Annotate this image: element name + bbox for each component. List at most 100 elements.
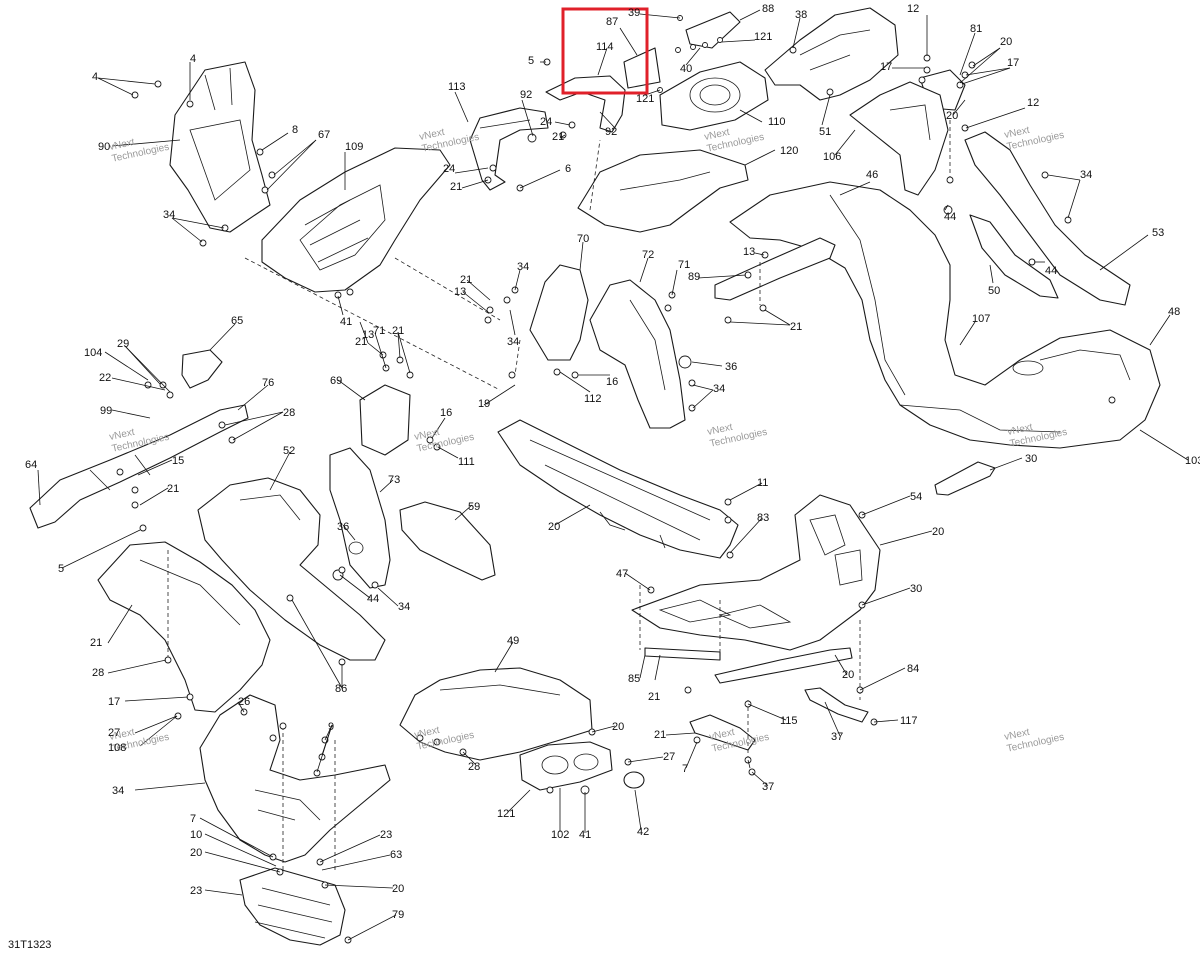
callout-number: 20: [612, 721, 624, 733]
callout-number: 47: [616, 568, 628, 580]
callout-number: 71: [678, 259, 690, 271]
callout-number: 46: [866, 169, 878, 181]
callout-number: 42: [637, 826, 649, 838]
callout-number: 71: [373, 325, 385, 337]
callout-number: 92: [605, 126, 617, 138]
svg-text:vNext: vNext: [1006, 422, 1034, 438]
part-53-side-trim: [964, 131, 1131, 306]
callout-number: 34: [112, 785, 124, 797]
callout-number: 121: [636, 93, 654, 105]
part-64-bumper: [29, 404, 249, 529]
callout-number: 21: [450, 181, 462, 193]
drawing-code: 31T1323: [8, 939, 51, 951]
callout-number: 117: [900, 715, 918, 727]
part-89-rack-bracket: [714, 237, 836, 301]
part-47-left-footwell: [97, 541, 271, 713]
svg-text:vNext: vNext: [413, 725, 441, 741]
callout-number: 34: [398, 601, 410, 613]
callout-number: 28: [92, 667, 104, 679]
part-109-storage-frame: [261, 147, 451, 293]
callout-number: 106: [823, 151, 841, 163]
callout-number: 28: [468, 761, 480, 773]
svg-text:vNext: vNext: [1003, 727, 1031, 743]
callout-number: 52: [283, 445, 295, 457]
callout-number: 88: [762, 3, 774, 15]
callout-number: 20: [1000, 36, 1012, 48]
callout-number: 112: [584, 393, 602, 405]
callout-number: 12: [907, 3, 919, 15]
part-102-tail-light: [519, 741, 613, 791]
part-108-footrest: [199, 694, 391, 863]
callout-number: 85: [628, 673, 640, 685]
callout-number: 39: [628, 7, 640, 19]
callout-number: 79: [392, 909, 404, 921]
callout-number: 27: [108, 727, 120, 739]
callout-number: 59: [468, 501, 480, 513]
callout-number: 76: [262, 377, 274, 389]
callout-number: 36: [725, 361, 737, 373]
callout-number: 69: [330, 375, 342, 387]
callout-number: 34: [507, 336, 519, 348]
callout-number: 115: [780, 715, 798, 727]
callout-number: 20: [842, 669, 854, 681]
callout-number: 37: [831, 731, 843, 743]
callout-number: 21: [355, 336, 367, 348]
part-90-side-cover: [169, 61, 271, 233]
callout-number: 21: [167, 483, 179, 495]
callout-number: 44: [367, 593, 379, 605]
callout-number: 50: [988, 285, 1000, 297]
callout-number: 34: [517, 261, 529, 273]
callout-number: 28: [283, 407, 295, 419]
callout-number: 49: [507, 635, 519, 647]
part-73-inner-panel: [329, 447, 391, 589]
callout-number: 54: [910, 491, 922, 503]
callout-number: 102: [551, 829, 569, 841]
callout-number: 121: [754, 31, 772, 43]
callout-number: 4: [190, 53, 196, 65]
svg-text:vNext: vNext: [418, 127, 446, 143]
callout-number: 9: [328, 721, 334, 733]
callout-number: 5: [528, 55, 534, 67]
callout-number: 37: [762, 781, 774, 793]
part-38-control-cluster: [764, 7, 899, 101]
callout-number: 36: [337, 521, 349, 533]
part-49-rear-fender: [399, 667, 593, 761]
part-79-foot-plate: [239, 867, 346, 946]
highlight-box: [561, 7, 649, 95]
callout-number: 20: [548, 521, 560, 533]
callout-number: 20: [392, 883, 404, 895]
callout-number: 21: [392, 325, 404, 337]
part-113-handle-frame: [469, 107, 549, 191]
callout-number: 51: [819, 126, 831, 138]
callout-number: 17: [1007, 57, 1019, 69]
callout-number: 41: [340, 316, 352, 328]
callout-number: 114: [596, 41, 614, 53]
callout-number: 121: [497, 808, 515, 820]
callout-number: 21: [552, 131, 564, 143]
callout-number: 110: [768, 116, 786, 128]
callout-number: 108: [108, 742, 126, 754]
callout-number: 15: [172, 455, 184, 467]
part-72-inner-fender: [589, 279, 686, 429]
callout-number: 8: [292, 124, 298, 136]
part-46-main-body: [729, 181, 1161, 449]
callout-number: 83: [757, 512, 769, 524]
callout-number: 34: [163, 209, 175, 221]
part-85-strap: [644, 647, 721, 661]
callout-number: 27: [663, 751, 675, 763]
callout-number: 7: [190, 813, 196, 825]
callout-number: 81: [970, 23, 982, 35]
callout-number: 17: [880, 61, 892, 73]
svg-text:vNext: vNext: [108, 137, 136, 153]
callout-number: 16: [606, 376, 618, 388]
callout-number: 30: [910, 583, 922, 595]
part-59-side-shield: [399, 501, 496, 581]
callout-number: 73: [388, 474, 400, 486]
svg-text:vNext: vNext: [708, 727, 736, 743]
callout-number: 113: [448, 81, 466, 93]
